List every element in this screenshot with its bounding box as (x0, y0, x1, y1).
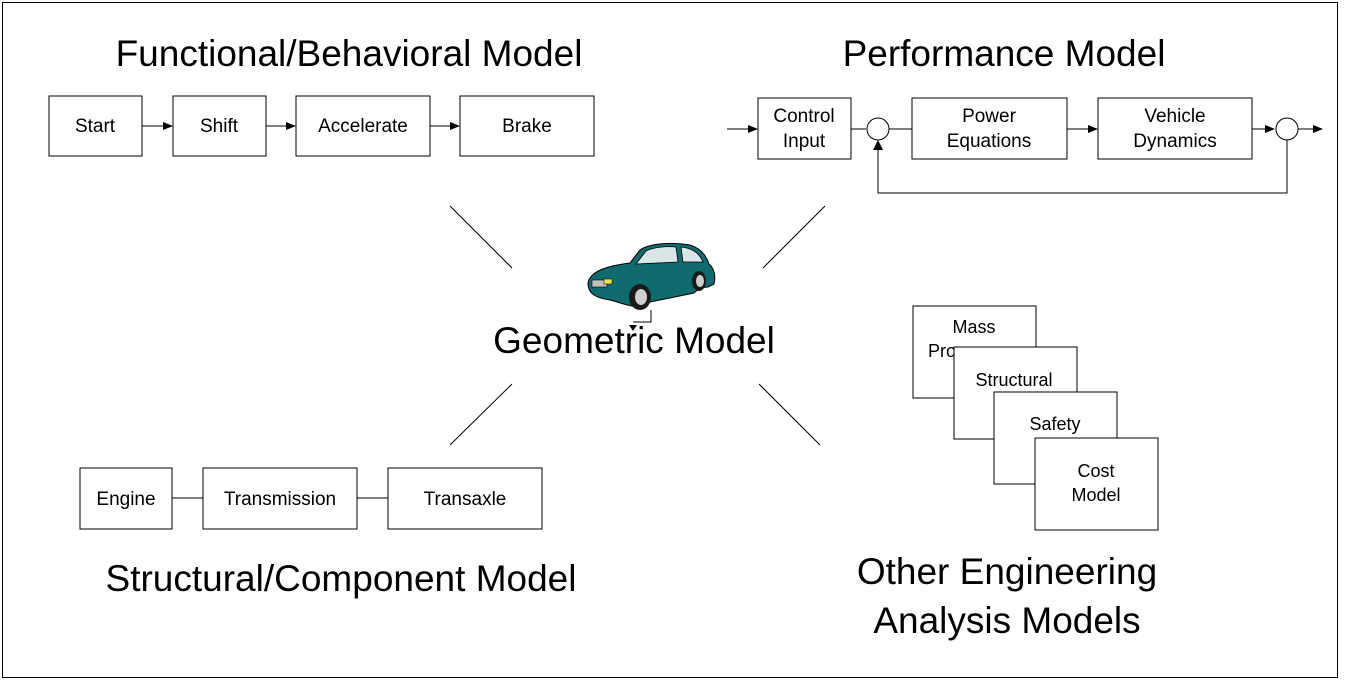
safety-card-label-1: Safety (1029, 414, 1080, 434)
car-window-front (635, 246, 679, 265)
control-input-box (757, 97, 852, 160)
other-models-title-1: Other Engineering (857, 551, 1157, 592)
performance-model-title: Performance Model (843, 33, 1166, 74)
car-callout-arrowhead (629, 325, 637, 331)
connector-bottom-left (449, 383, 513, 446)
functional-model: Functional/Behavioral Model Start Shift … (48, 33, 595, 157)
shift-label: Shift (200, 116, 239, 137)
connector-bottom-right (758, 383, 821, 446)
power-equations-label-2: Equations (947, 131, 1032, 152)
structural-model: Engine Transmission Transaxle Structural… (79, 467, 577, 599)
car-front-hubcap (635, 289, 647, 305)
summing-junction-1 (866, 117, 890, 141)
start-box (48, 95, 143, 157)
feedback-loop (877, 140, 1288, 194)
mass-properties-label-1: Mass (952, 317, 995, 337)
functional-model-title: Functional/Behavioral Model (116, 33, 583, 74)
brake-box (459, 95, 595, 157)
control-input-label-1: Control (773, 106, 834, 127)
structural-model-title: Structural/Component Model (106, 558, 577, 599)
cost-card-label-2: Model (1071, 485, 1120, 505)
summing-junction-2 (1275, 117, 1299, 141)
car-window-rear (680, 246, 704, 263)
transaxle-label: Transaxle (424, 489, 507, 510)
vehicle-dynamics-label-2: Dynamics (1133, 131, 1216, 152)
start-label: Start (75, 116, 116, 137)
accelerate-label: Accelerate (318, 116, 408, 137)
power-equations-label-1: Power (962, 106, 1017, 127)
engine-label: Engine (96, 489, 155, 510)
car-headlight (603, 278, 613, 285)
cost-model-card (1034, 437, 1159, 531)
structural-card-label-1: Structural (975, 370, 1052, 390)
feedback-arrowhead (873, 140, 883, 150)
transmission-box (202, 467, 358, 530)
control-input-label-2: Input (783, 131, 826, 152)
connector-top-right (762, 205, 826, 269)
brake-label: Brake (502, 116, 552, 137)
performance-model: Performance Model Control Input Power Eq… (727, 33, 1323, 194)
transmission-label: Transmission (224, 489, 336, 510)
car-callout-line (633, 310, 652, 323)
engine-box (79, 467, 173, 530)
car-illustration (587, 242, 716, 331)
connector-top-left (449, 205, 513, 269)
power-equations-box (911, 97, 1068, 160)
geometric-model-title: Geometric Model (493, 320, 775, 361)
vehicle-dynamics-label-1: Vehicle (1144, 106, 1205, 127)
cost-card-label-1: Cost (1077, 461, 1114, 481)
transaxle-box (387, 467, 543, 530)
other-models-title-2: Analysis Models (873, 600, 1140, 641)
shift-box (172, 95, 267, 157)
car-rear-hubcap (696, 275, 704, 287)
mass-properties-label-2: Pro (928, 341, 956, 361)
other-models: Mass Pro M Structural M Safety M Cost Mo… (857, 305, 1159, 641)
